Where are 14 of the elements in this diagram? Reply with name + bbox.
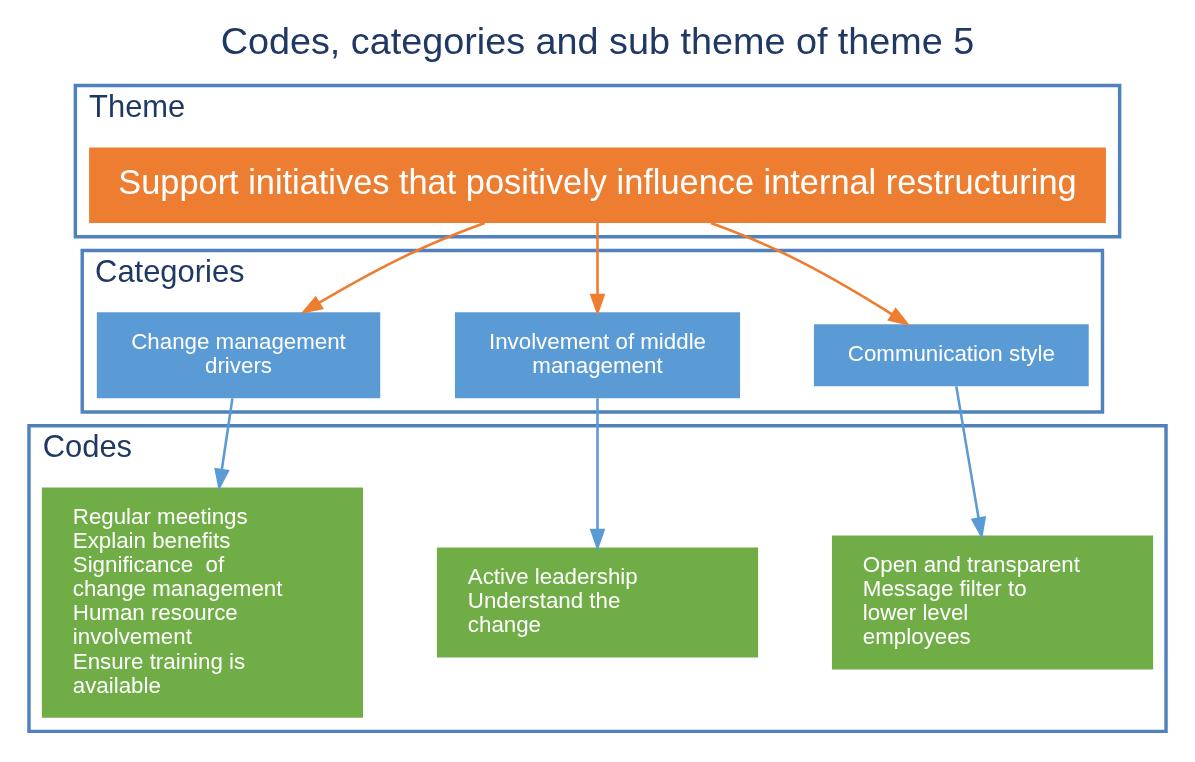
arrow	[300, 221, 486, 314]
node-box: Change management drivers	[96, 312, 381, 399]
arrow	[589, 398, 606, 552]
diagram-title: Codes, categories and sub theme of theme 5	[220, 19, 975, 62]
arrow	[214, 398, 234, 492]
node-box: Active leadership Understand the change	[436, 547, 759, 658]
node-box: Involvement of middle management	[454, 312, 741, 399]
node-box: Open and transparent Message filter to lower level employees	[831, 535, 1154, 670]
node-box: Support initiatives that positively influence internal restructuring	[89, 147, 1106, 223]
node-box: Communication style	[813, 324, 1089, 387]
arrow	[955, 386, 987, 540]
arrow	[589, 223, 606, 317]
arrow	[710, 221, 911, 326]
node-box: Regular meetings Explain benefits Significance of change management Human resource involvement Ensure training is available	[41, 487, 364, 718]
